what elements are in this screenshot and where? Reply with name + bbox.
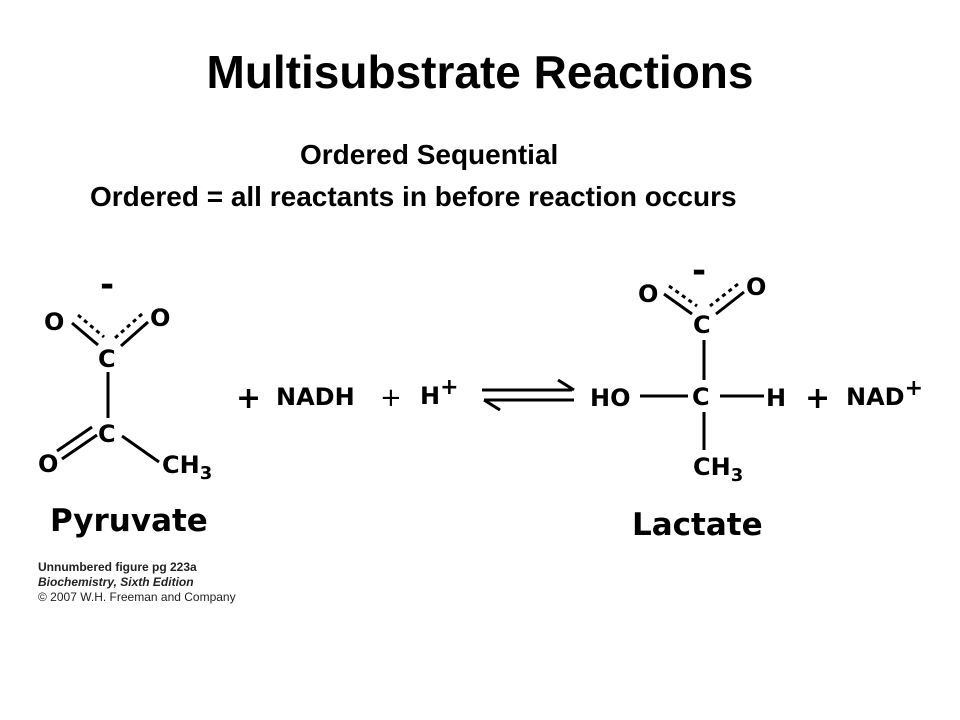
caption-copyright: © 2007 W.H. Freeman and Company	[38, 590, 236, 604]
caption-book-title: Biochemistry, Sixth Edition	[38, 575, 194, 589]
nad-text: NAD	[846, 383, 905, 411]
plus-sign-3: +	[805, 381, 830, 416]
pyruvate-keto-carbon: C	[98, 420, 116, 448]
lactate-carboxyl-carbon: C	[693, 311, 711, 339]
equilibrium-arrow	[482, 378, 575, 412]
plus-sign-1: +	[236, 381, 261, 416]
nad-label: NAD+	[846, 376, 923, 411]
pyruvate-methyl-ch: CH	[162, 451, 200, 479]
lactate-hydrogen: H	[766, 384, 786, 412]
figure-caption: Unnumbered figure pg 223a Biochemistry, …	[38, 560, 236, 605]
subtitle: Ordered Sequential	[300, 139, 559, 170]
lactate-methyl-subscript: 3	[731, 465, 744, 486]
nadh-label: NADH	[276, 383, 355, 411]
lactate-name: Lactate	[632, 507, 763, 543]
pyruvate-keto-oxygen: O	[38, 450, 58, 478]
lactate-structure: - O O C C HO H CH3 Lactate	[590, 251, 786, 543]
caption-figure-ref: Unnumbered figure pg 223a	[38, 560, 197, 574]
pyruvate-bonds	[56, 312, 160, 464]
proton-h: H	[420, 382, 440, 410]
pyruvate-methyl-subscript: 3	[200, 463, 213, 484]
lactate-center-carbon: C	[692, 383, 710, 411]
slide-title: Multisubstrate Reactions	[206, 46, 754, 98]
reaction-diagram: - O O C C O CH3 Pyruvate + NADH + H+	[38, 251, 923, 543]
pyruvate-oxygen-left: O	[44, 308, 64, 336]
lactate-bonds	[640, 282, 764, 450]
pyruvate-name: Pyruvate	[50, 503, 208, 539]
proton-charge: +	[440, 375, 458, 400]
pyruvate-structure: - O O C C O CH3 Pyruvate	[38, 265, 212, 539]
definition-text: Ordered = all reactants in before reacti…	[90, 181, 737, 212]
proton-label: H+	[420, 375, 459, 410]
pyruvate-carboxyl-carbon: C	[98, 345, 116, 373]
lactate-hydroxyl: HO	[590, 384, 631, 412]
lactate-oxygen-right: O	[746, 273, 766, 301]
lactate-charge: -	[692, 251, 706, 291]
lactate-oxygen-left: O	[638, 280, 658, 308]
lactate-methyl-ch: CH	[693, 453, 731, 481]
pyruvate-oxygen-right: O	[150, 304, 170, 332]
pyruvate-charge: -	[100, 265, 114, 305]
pyruvate-methyl-group: CH3	[162, 451, 212, 484]
plus-sign-2: +	[380, 383, 402, 413]
lactate-methyl-group: CH3	[693, 453, 743, 486]
nad-charge: +	[905, 376, 923, 401]
